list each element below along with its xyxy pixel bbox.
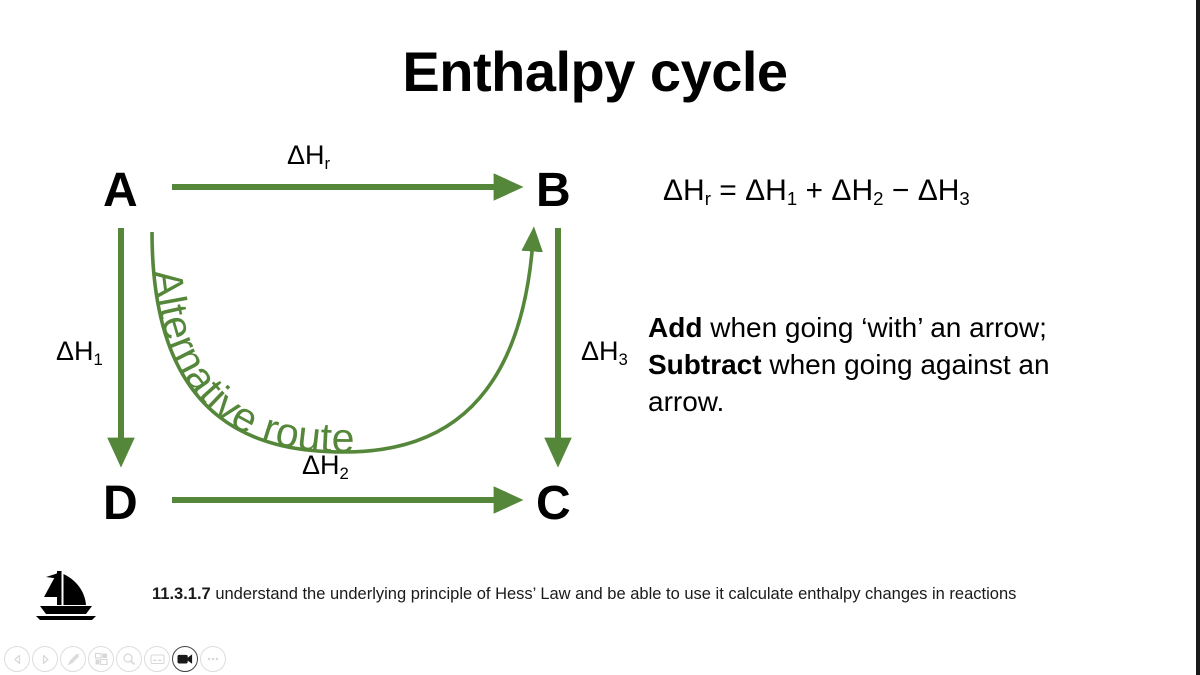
note-add-text: when going ‘with’ an arrow;	[702, 312, 1047, 343]
alternative-route-label: Alternative route	[144, 267, 355, 461]
label-delta-h-r: ΔHr	[287, 140, 330, 172]
equation-term-3-sub: 3	[959, 188, 970, 210]
arrow-alternative-route-curve	[150, 226, 543, 454]
equation-term-3: ΔH	[917, 174, 960, 207]
hess-law-equation: ΔHr = ΔH1 + ΔH2 − ΔH3	[663, 174, 970, 210]
note-add-keyword: Add	[648, 312, 703, 343]
equation-operator-2: −	[891, 174, 910, 207]
delta-h-r-symbol: ΔH	[287, 140, 325, 170]
equation-term-1-sub: 1	[786, 188, 798, 210]
delta-h-2-subscript: 2	[339, 463, 349, 483]
previous-slide-icon[interactable]	[4, 646, 30, 672]
presentation-toolbar	[4, 646, 226, 672]
equation-lhs: ΔH	[663, 174, 705, 207]
delta-h-3-symbol: ΔH	[581, 336, 619, 366]
video-camera-icon[interactable]	[172, 646, 198, 672]
corner-label-d: D	[103, 477, 138, 530]
corner-label-c: C	[536, 477, 571, 530]
add-subtract-rule-note: Add when going ‘with’ an arrow;Subtract …	[648, 310, 1128, 421]
delta-h-r-subscript: r	[324, 153, 331, 173]
equation-term-1: ΔH	[745, 174, 787, 207]
equation-lhs-sub: r	[704, 188, 711, 210]
sailboat-logo	[36, 571, 96, 620]
next-slide-icon[interactable]	[32, 646, 58, 672]
corner-label-a: A	[103, 164, 138, 217]
label-delta-h-3: ΔH3	[581, 336, 628, 368]
curriculum-description: understand the underlying principle of H…	[210, 585, 1017, 603]
note-subtract-text: when going against an arrow.	[648, 348, 1050, 417]
zoom-icon[interactable]	[116, 646, 142, 672]
curriculum-reference: 11.3.1.7 understand the underlying princ…	[152, 582, 1132, 608]
delta-h-1-symbol: ΔH	[56, 336, 94, 366]
more-options-icon[interactable]	[200, 646, 226, 672]
slide-grid-icon[interactable]	[88, 646, 114, 672]
note-subtract-keyword: Subtract	[648, 348, 762, 380]
equation-term-2: ΔH	[831, 174, 874, 207]
equation-equals: =	[719, 174, 737, 207]
subtitles-icon[interactable]	[144, 646, 170, 672]
delta-h-1-subscript: 1	[93, 349, 103, 369]
delta-h-2-symbol: ΔH	[302, 450, 340, 480]
page-title: Enthalpy cycle	[402, 40, 788, 103]
pen-icon[interactable]	[60, 646, 86, 672]
delta-h-3-subscript: 3	[618, 349, 628, 369]
label-delta-h-2: ΔH2	[302, 450, 349, 482]
equation-term-2-sub: 2	[873, 188, 884, 210]
corner-label-b: B	[536, 164, 571, 217]
equation-operator-1: +	[805, 174, 824, 207]
label-delta-h-1: ΔH1	[56, 336, 103, 368]
curriculum-code: 11.3.1.7	[152, 585, 211, 603]
